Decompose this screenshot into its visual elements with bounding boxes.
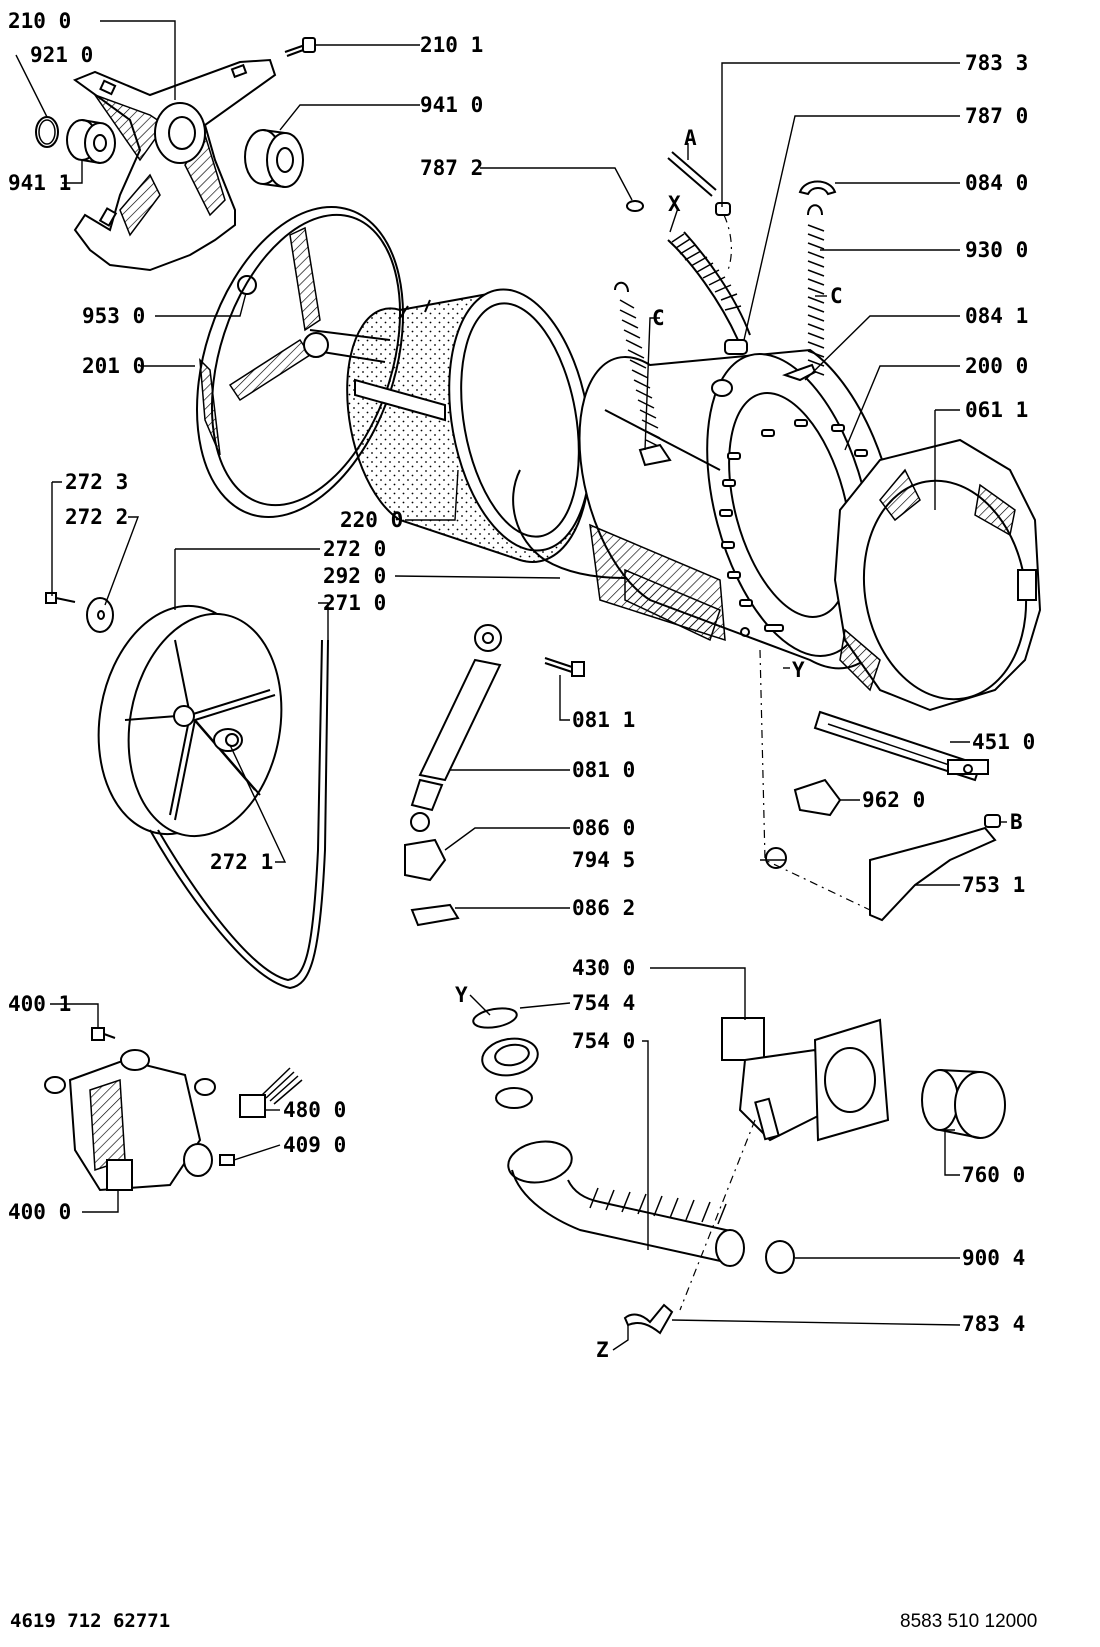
motor-screw-part [91,1027,116,1041]
leader-lines [15,20,1007,1351]
label-787-0: 787 0 [965,104,1029,128]
label-754-0: 754 0 [572,1029,636,1053]
screw-part [284,37,316,57]
tub-vents [719,419,868,632]
marker-y-tub: Y [792,658,805,682]
label-754-4: 754 4 [572,991,636,1015]
label-783-3: 783 3 [965,51,1029,75]
circlip-part [35,116,59,148]
label-921-0: 921 0 [30,43,94,67]
bracket-086-0-part [404,838,447,882]
label-086-0: 086 0 [572,816,636,840]
label-480-0: 480 0 [283,1098,347,1122]
label-272-2: 272 2 [65,505,129,529]
label-787-2: 787 2 [420,156,484,180]
pin-a-part [667,151,717,197]
pump-filter-part [921,1069,1006,1139]
label-409-0: 409 0 [283,1133,347,1157]
wiring-connector-part [239,1067,303,1118]
label-753-1: 753 1 [962,873,1026,897]
tub-part [578,348,901,670]
pulley-part [97,604,283,838]
footer-doc-number: 4619 712 62771 [10,1610,171,1632]
bracket-086-2-part [410,903,460,927]
label-941-0: 941 0 [420,93,484,117]
shock-bolt-part [544,657,585,677]
clamp-787-2-part [626,200,644,212]
label-900-4: 900 4 [962,1246,1026,1270]
label-953-0: 953 0 [82,304,146,328]
hose-787-part [667,231,751,355]
marker-x: X [668,192,681,216]
label-430-0: 430 0 [572,956,636,980]
label-400-0: 400 0 [8,1200,72,1224]
seal-754-4-part [472,1007,518,1029]
label-941-1: 941 1 [8,171,72,195]
label-061-1: 061 1 [965,398,1029,422]
spring-left-part [614,281,672,467]
seal-754-0-part [481,1037,539,1109]
footer-part-number: 8583 510 12000 [900,1611,1038,1632]
label-086-2: 086 2 [572,896,636,920]
shock-absorber-part [410,624,502,832]
label-400-1: 400 1 [8,992,72,1016]
link-y-line [759,649,871,911]
label-081-0: 081 0 [572,758,636,782]
bearing-large-part [244,129,304,188]
label-272-1: 272 1 [210,850,274,874]
label-201-0: 201 0 [82,354,146,378]
label-292-0: 292 0 [323,564,387,588]
hose-clamp-part [765,1240,795,1274]
drum-spider-part [72,58,277,272]
label-760-0: 760 0 [962,1163,1026,1187]
label-210-0: 210 0 [8,9,72,33]
link-z-line [679,1119,756,1311]
marker-y-seal: Y [455,983,468,1007]
label-271-0: 271 0 [323,591,387,615]
front-ring-part [833,438,1042,712]
clip-part [798,180,837,196]
label-794-5: 794 5 [572,848,636,872]
marker-c-right: C [830,284,843,308]
pulley-bolt-part [45,592,76,604]
marker-z: Z [596,1338,609,1362]
drain-pump-part [721,1017,890,1142]
sump-hose-part [507,1140,745,1267]
marker-c-left: C [652,306,665,330]
bearing-small-part [66,119,116,164]
label-962-0: 962 0 [862,788,926,812]
marker-b: B [1010,810,1023,834]
pulley-hub-part [213,728,243,752]
heater-part [813,710,989,782]
inner-drum-part [346,288,592,563]
label-081-1: 081 1 [572,708,636,732]
marker-a: A [684,126,697,150]
label-084-0: 084 0 [965,171,1029,195]
label-930-0: 930 0 [965,238,1029,262]
valve-783-3-part [715,202,732,271]
label-783-4: 783 4 [962,1312,1026,1336]
spring-right-part [782,204,825,382]
pulley-washer-part [86,597,114,633]
label-220-0: 220 0 [340,508,404,532]
label-210-1: 210 1 [420,33,484,57]
gasket-962-part [793,778,842,817]
label-084-1: 084 1 [965,304,1029,328]
hose-783-4-part [623,1303,674,1335]
thermostat-holder-part [869,814,1001,922]
label-200-0: 200 0 [965,354,1029,378]
label-272-0: 272 0 [323,537,387,561]
rear-tub-part [196,206,404,518]
plug-794-5-part [765,847,787,869]
motor-part [44,1049,216,1192]
label-272-3: 272 3 [65,470,129,494]
drive-belt-part [149,639,329,990]
label-451-0: 451 0 [972,730,1036,754]
connector-409-part [219,1154,235,1166]
